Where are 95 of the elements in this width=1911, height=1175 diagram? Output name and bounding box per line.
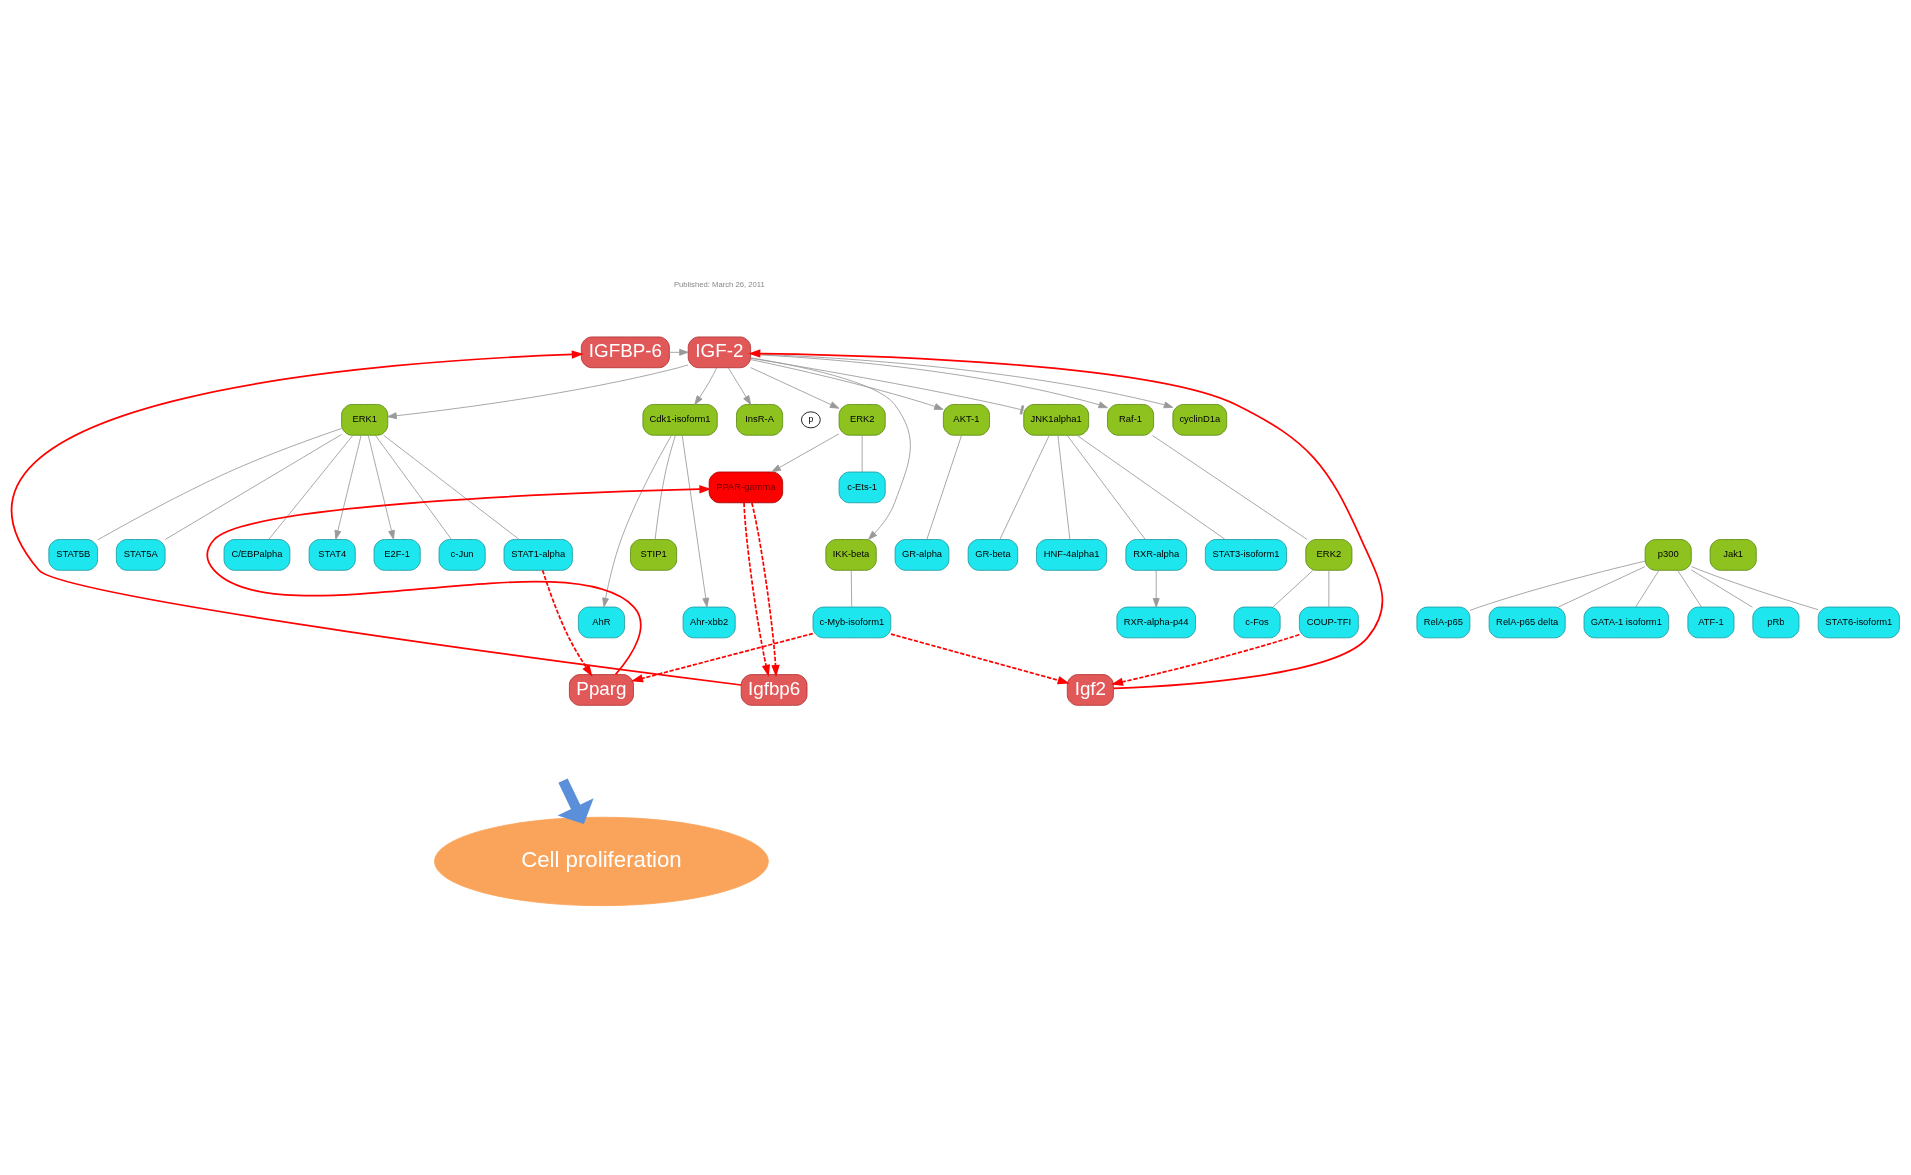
node-box: ERK2 xyxy=(1305,539,1353,571)
arrow xyxy=(750,367,840,409)
connector xyxy=(750,357,1025,415)
node-box: STAT6-isoform1 xyxy=(1817,606,1900,639)
node-box: HNF-4alpha1 xyxy=(1036,539,1108,571)
node-box: STAT5A xyxy=(115,539,166,571)
node-box: RXR-alpha-p44 xyxy=(1116,606,1196,639)
arrow xyxy=(681,435,710,608)
connector xyxy=(999,435,1050,540)
connector xyxy=(1691,566,1819,611)
connector xyxy=(1469,560,1646,611)
node-box: ERK1 xyxy=(341,404,389,436)
node-box: pRb xyxy=(1752,606,1800,639)
node-box: Ahr-xbb2 xyxy=(682,606,736,639)
node-box: p300 xyxy=(1644,539,1692,571)
connector xyxy=(861,434,863,473)
node-box: STAT3-isoform1 xyxy=(1204,539,1287,571)
node-box: IGFBP-6 xyxy=(580,336,670,369)
arrow xyxy=(669,348,689,356)
arrow xyxy=(557,778,594,824)
arrow xyxy=(750,353,1174,409)
arrow xyxy=(206,485,712,676)
connector xyxy=(1057,435,1071,540)
node-box: C/EBPalpha xyxy=(223,539,291,571)
connector xyxy=(375,435,452,540)
connector xyxy=(1635,569,1660,608)
node-box: Pparg xyxy=(568,674,634,706)
node-box: JNK1alpha1 xyxy=(1023,404,1090,436)
connector xyxy=(1328,569,1330,608)
node-box: RXR-alpha xyxy=(1125,539,1187,571)
connector xyxy=(926,435,962,540)
connector xyxy=(268,435,354,540)
node-box: c-Fos xyxy=(1233,606,1281,639)
node-box: ATF-1 xyxy=(1687,606,1735,639)
connector xyxy=(1272,569,1314,608)
node-box: COUP-TFI xyxy=(1298,606,1359,639)
node-box: STAT4 xyxy=(308,539,356,571)
node-box: c-Ets-1 xyxy=(838,471,886,504)
node-box: AKT-1 xyxy=(942,404,990,436)
node-box: Igfbp6 xyxy=(740,674,808,706)
arrow xyxy=(387,364,689,420)
connector xyxy=(654,434,676,540)
node-box: PPAR-gamma xyxy=(708,471,784,504)
node-box: RelA-p65 xyxy=(1416,606,1471,639)
arrow xyxy=(750,357,911,540)
connector xyxy=(1558,566,1646,608)
connector xyxy=(1152,435,1308,540)
node-box: Raf-1 xyxy=(1107,404,1155,436)
node-box: AhR xyxy=(577,606,625,639)
node-box: Cdk1-isoform1 xyxy=(642,404,718,436)
arrow xyxy=(602,435,672,608)
node-box: GR-beta xyxy=(967,539,1019,571)
node-box: E2F-1 xyxy=(373,539,421,571)
node-box: STAT5B xyxy=(48,539,98,571)
label: Published: March 26, 2011 xyxy=(673,279,765,289)
node-box: IGF-2 xyxy=(687,336,752,369)
arrow xyxy=(334,435,362,540)
arrow xyxy=(750,354,1108,409)
connector xyxy=(1690,569,1753,608)
connector xyxy=(850,569,853,608)
connector xyxy=(1066,435,1146,540)
node-box: Jak1 xyxy=(1709,539,1757,571)
node-box: c-Jun xyxy=(438,539,486,571)
arrow xyxy=(631,632,814,683)
node-box: GR-alpha xyxy=(894,539,950,571)
connector xyxy=(383,435,520,540)
arrow xyxy=(771,433,840,473)
arrow xyxy=(1152,569,1160,608)
arrow xyxy=(748,349,1384,690)
node-box: Igf2 xyxy=(1066,674,1114,706)
node-box: IKK-beta xyxy=(825,539,877,571)
arrow xyxy=(751,502,780,677)
node-box: RelA-p65 delta xyxy=(1488,606,1566,639)
node-box: STAT1-alpha xyxy=(503,539,573,571)
node-box: GATA-1 isoform1 xyxy=(1583,606,1670,639)
node-box: STIP1 xyxy=(630,539,678,571)
arrow xyxy=(13,350,742,686)
arrow xyxy=(750,359,944,410)
connector xyxy=(165,434,342,540)
connector xyxy=(97,428,342,541)
arrow xyxy=(727,367,752,405)
node-box: c-Myb-isoform1 xyxy=(812,606,892,639)
connector xyxy=(1076,435,1226,540)
arrow xyxy=(541,569,593,677)
connector xyxy=(1677,569,1702,608)
arrow xyxy=(1111,633,1301,686)
node-box: cyclinD1a xyxy=(1172,404,1228,436)
arrow xyxy=(743,502,771,677)
node-box: InsR-A xyxy=(736,404,784,436)
arrow xyxy=(367,435,395,540)
node-ellipse: Cell proliferation xyxy=(434,816,769,907)
node-box: ERK2 xyxy=(838,404,886,436)
arrow xyxy=(890,633,1070,685)
node-label: p xyxy=(808,414,814,424)
arrow xyxy=(694,367,718,405)
